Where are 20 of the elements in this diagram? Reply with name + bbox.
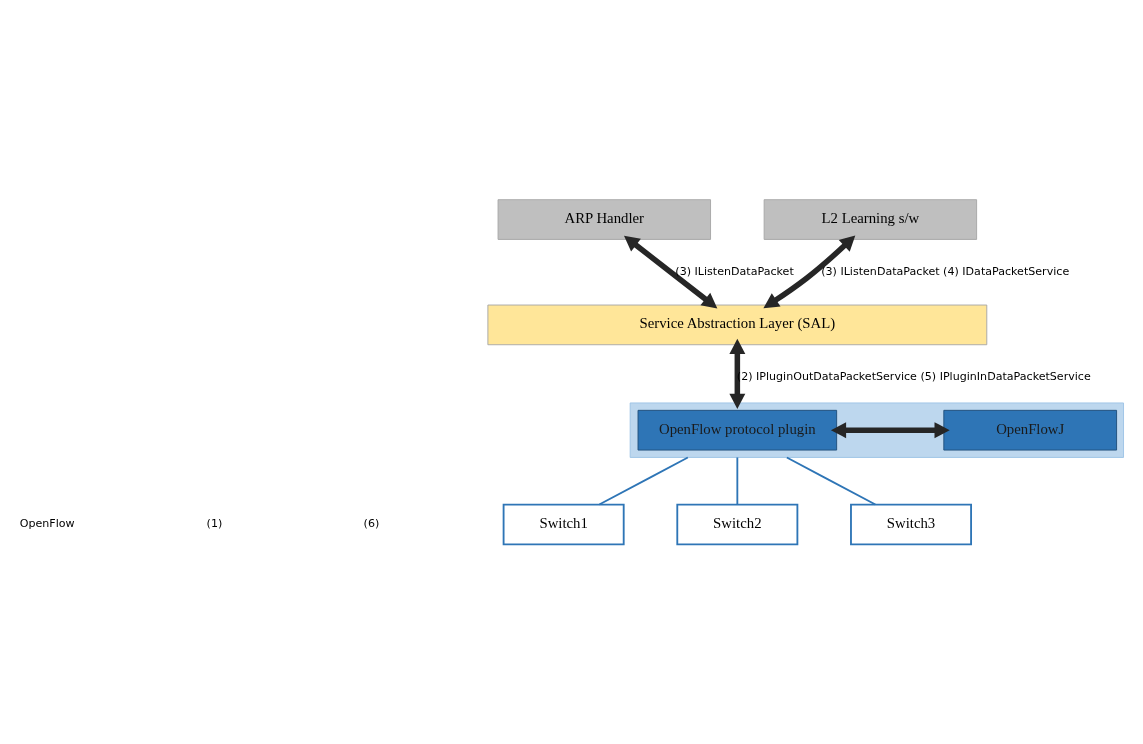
connector xyxy=(598,456,689,506)
node-box: Switch2 xyxy=(676,503,799,546)
label: (1) xyxy=(206,517,223,531)
node-box: Service Abstraction Layer (SAL) xyxy=(487,304,988,346)
edge-label: (3) IListenDataPacket (4) IDataPacketService xyxy=(821,265,1070,279)
label: OpenFlow xyxy=(19,517,75,531)
label: (6) xyxy=(363,517,380,531)
arrow xyxy=(624,235,718,309)
node-box: OpenFlow protocol plugin xyxy=(637,409,838,451)
connector xyxy=(785,456,877,506)
edge-label: (3) IListenDataPacket xyxy=(675,265,794,279)
node-box: ARP Handler xyxy=(497,199,711,240)
node-box: L2 Learning s/w xyxy=(763,199,978,240)
node-box: Switch3 xyxy=(850,503,972,546)
arrow xyxy=(830,422,950,439)
cluster xyxy=(629,402,1124,458)
arrow xyxy=(763,235,856,309)
connector xyxy=(736,456,739,506)
node-box: OpenFlowJ xyxy=(943,409,1118,451)
node-box: Switch1 xyxy=(502,503,625,546)
